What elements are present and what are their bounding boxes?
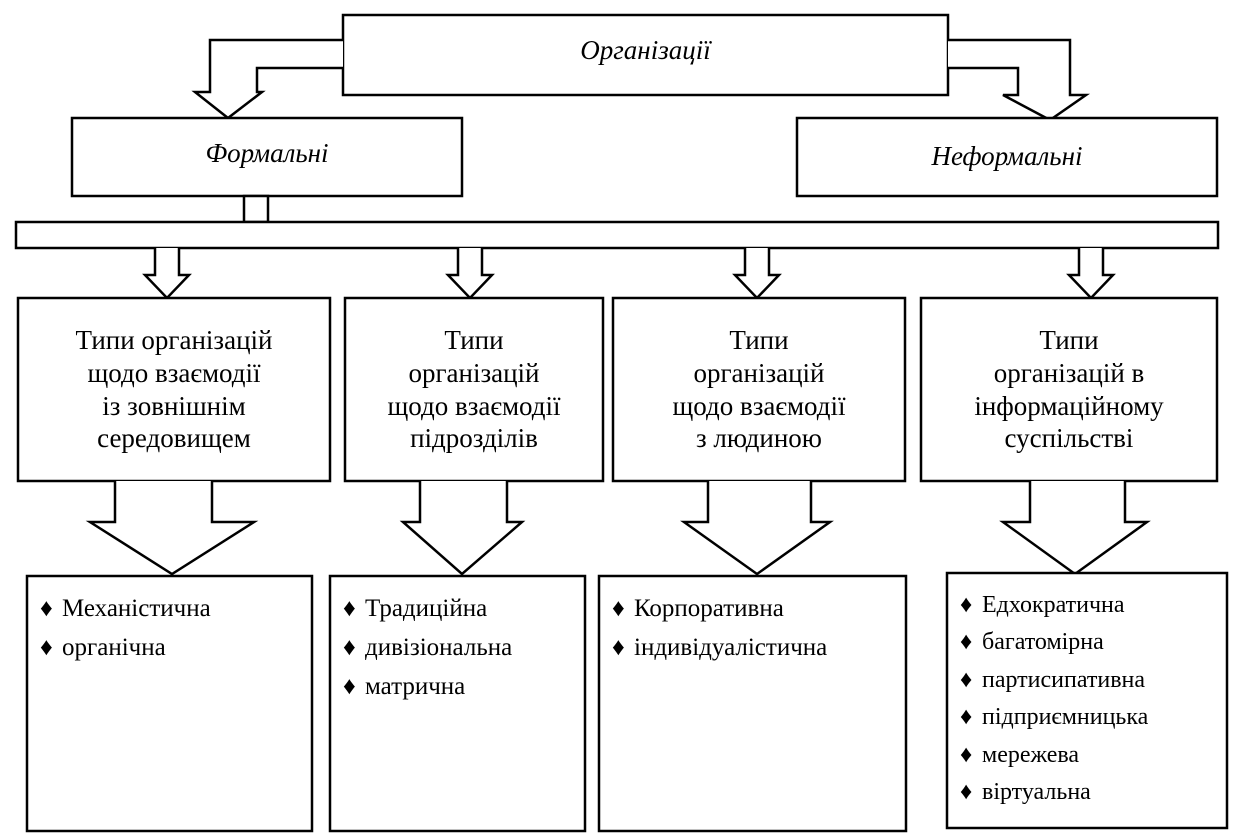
category-box-4 [919, 296, 1219, 483]
list-item: ♦ Традиційна [343, 589, 583, 628]
diamond-bullet-icon: ♦ [960, 779, 973, 806]
category-label-1: Типи організацій щодо взаємодії із зовні… [18, 298, 330, 481]
type-list-3: ♦ Корпоративна ♦ індивідуалістична [612, 589, 902, 667]
list-item-label: Традиційна [365, 595, 488, 622]
category-label-4: Типи організацій в інформаційному суспіл… [921, 298, 1217, 481]
list-item: ♦ органічна [40, 628, 305, 667]
arrow-bar-to-category-1 [142, 248, 192, 300]
diamond-bullet-icon: ♦ [960, 666, 973, 693]
diamond-bullet-icon: ♦ [40, 595, 53, 622]
list-item: ♦ матрична [343, 667, 583, 706]
diamond-bullet-icon: ♦ [612, 634, 625, 661]
diamond-bullet-icon: ♦ [612, 595, 625, 622]
arrow-category-1-to-list [85, 481, 259, 576]
list-item: ♦ дивізіональна [343, 628, 583, 667]
list-item-label: органічна [62, 634, 166, 661]
informal-node-box [795, 116, 1219, 198]
arrow-root-to-informal [948, 38, 1090, 122]
list-item-label: дивізіональна [365, 634, 513, 661]
root-node-label: Організації [580, 34, 711, 65]
list-box-4 [945, 571, 1229, 830]
list-item: ♦ Едхократична [960, 587, 1225, 624]
category-label-3: Типи організацій щодо взаємодії з людино… [613, 298, 905, 481]
diamond-bullet-icon: ♦ [343, 595, 356, 622]
arrow-root-to-formal [191, 38, 343, 120]
list-item: ♦ віртуальна [960, 774, 1225, 811]
category-text-1: Типи організацій щодо взаємодії із зовні… [75, 324, 273, 454]
type-list-1: ♦ Механістична ♦ органічна [40, 589, 305, 667]
arrow-category-2-to-list [399, 481, 526, 576]
arrow-category-3-to-list [680, 481, 834, 576]
list-item-label: Механістична [62, 595, 211, 622]
category-text-2: Типи організацій щодо взаємодії підрозді… [387, 324, 561, 454]
list-item: ♦ мережева [960, 737, 1225, 774]
list-item: ♦ партисипативна [960, 662, 1225, 699]
list-box-2 [328, 574, 587, 833]
list-box-1 [25, 574, 314, 833]
category-text-3: Типи організацій щодо взаємодії з людино… [672, 324, 846, 454]
list-item: ♦ багатомірна [960, 624, 1225, 661]
list-item: ♦ Корпоративна [612, 589, 902, 628]
informal-node-label: Неформальні [931, 140, 1083, 171]
arrow-bar-to-category-3 [732, 248, 782, 300]
list-item: ♦ підприємницька [960, 699, 1225, 736]
formal-node-label: Формальні [205, 137, 329, 168]
category-text-4: Типи організацій в інформаційному суспіл… [974, 324, 1164, 454]
diamond-bullet-icon: ♦ [40, 634, 53, 661]
diamond-bullet-icon: ♦ [960, 741, 973, 768]
diamond-bullet-icon: ♦ [960, 629, 973, 656]
diamond-bullet-icon: ♦ [960, 592, 973, 618]
diamond-bullet-icon: ♦ [343, 673, 356, 700]
list-item-label: віртуальна [982, 779, 1091, 806]
category-box-1 [16, 296, 332, 483]
list-box-3 [597, 574, 908, 833]
list-item-label: індивідуалістична [634, 634, 828, 661]
list-item-label: мережева [982, 741, 1080, 768]
formal-stem [242, 194, 270, 224]
type-list-4: ♦ Едхократична ♦ багатомірна ♦ партисипативна… [960, 587, 1225, 812]
arrow-category-4-to-list [999, 481, 1151, 576]
list-item: ♦ індивідуалістична [612, 628, 902, 667]
distribution-bar [14, 220, 1220, 250]
diamond-bullet-icon: ♦ [960, 704, 973, 731]
diamond-bullet-icon: ♦ [343, 634, 356, 661]
list-item-label: партисипативна [982, 666, 1146, 693]
list-item-label: багатомірна [982, 629, 1104, 656]
list-item-label: підприємницька [982, 704, 1149, 731]
type-list-2: ♦ Традиційна ♦ дивізіональна ♦ матрична [343, 589, 583, 706]
list-item-label: Едхократична [982, 592, 1125, 618]
list-item-label: Корпоративна [634, 595, 784, 622]
root-node-box [341, 13, 950, 97]
list-item: ♦ Механістична [40, 589, 305, 628]
category-box-3 [611, 296, 907, 483]
arrow-bar-to-category-2 [445, 248, 495, 300]
arrow-bar-to-category-4 [1066, 248, 1116, 300]
list-item-label: матрична [365, 673, 466, 700]
category-label-2: Типи організацій щодо взаємодії підрозді… [345, 298, 603, 481]
